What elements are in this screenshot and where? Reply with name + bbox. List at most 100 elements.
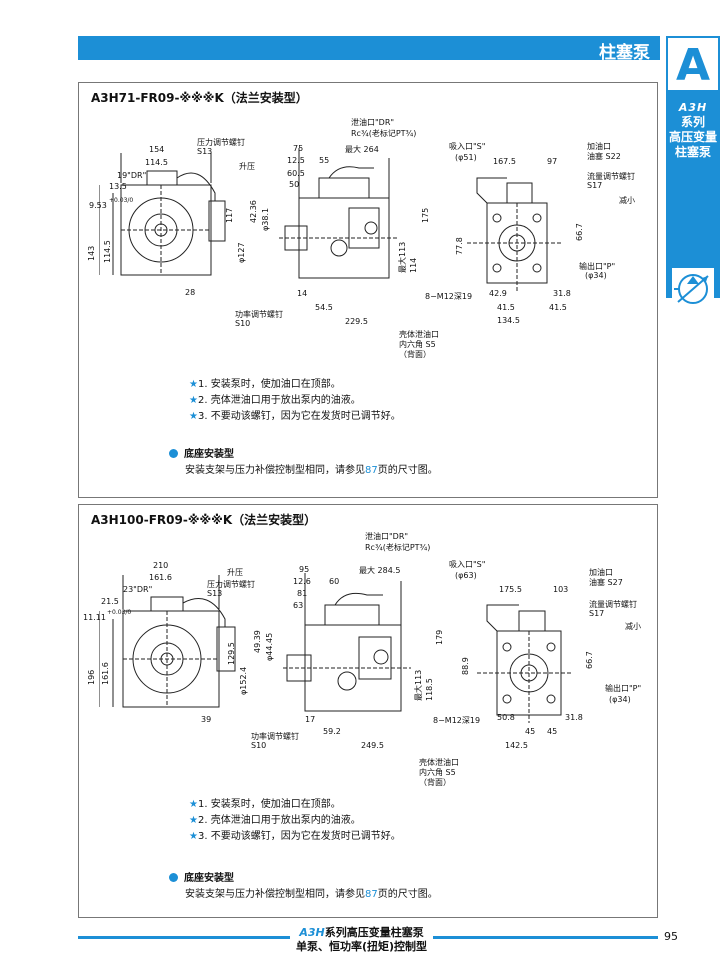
callout-label: (φ51): [455, 153, 477, 162]
brand-logo: A3H: [299, 926, 325, 939]
dim-label: 103: [553, 585, 569, 594]
chapter-line-3: 柱塞泵: [674, 145, 711, 159]
dim-label: 114.5: [145, 158, 168, 167]
base-mount-text: 安装支架与压力补偿控制型相同，请参见87页的尺寸图。: [185, 889, 438, 900]
dim-label: 42.9: [489, 289, 507, 298]
star-icon: ★: [189, 379, 198, 390]
section-title: A3H71-FR09-※※※K（法兰安装型）: [91, 91, 308, 105]
dim-label: 154: [149, 145, 165, 154]
dim-label: 12.5: [287, 156, 305, 165]
dim-label: 161.6: [101, 662, 110, 685]
callout-label: 加油口: [587, 142, 611, 151]
callout-label: 功率调节螺钉: [251, 732, 299, 741]
dim-label: 175: [421, 207, 430, 223]
dim-label: 196: [87, 669, 96, 685]
dim-label: 77.8: [455, 237, 464, 255]
dim-label: 59.2: [323, 727, 341, 736]
callout-label: Rc¾(老标记PT¾): [365, 543, 431, 552]
dim-label: 最大113: [414, 669, 423, 701]
callout-label: 吸入口"S": [449, 142, 486, 151]
callout-label: 内六角 S5: [419, 768, 456, 777]
dim-label: 45: [547, 727, 558, 736]
dim-label: 95: [299, 565, 310, 574]
dim-label: 210: [153, 561, 169, 570]
dim-tolerance: +0.03/0: [109, 197, 134, 204]
dim-label: 175.5: [499, 585, 522, 594]
chapter-label: A3H 系列 高压变量 柱塞泵: [666, 100, 720, 160]
dim-label: 最大113: [398, 241, 407, 273]
page-category-title: 柱塞泵: [599, 43, 650, 63]
page-reference: 87: [365, 465, 378, 476]
note-item: ★2. 壳体泄油口用于放出泵内的油液。: [189, 395, 361, 406]
note-item: ★2. 壳体泄油口用于放出泵内的油液。: [189, 815, 361, 826]
dim-label: 49.39: [253, 630, 262, 653]
dim-label: 31.8: [565, 713, 583, 722]
callout-label: 输出口"P": [605, 684, 642, 693]
dim-label: 41.5: [549, 303, 567, 312]
dim-label: 143: [87, 245, 96, 261]
callout-label: (φ34): [585, 271, 607, 280]
rear-view-drawing: [467, 177, 562, 293]
brand-logo: A3H: [678, 101, 708, 114]
dim-label: 31.8: [553, 289, 571, 298]
base-mount-heading: 底座安装型: [169, 445, 234, 460]
star-icon: ★: [189, 815, 198, 826]
bullet-icon: [169, 449, 178, 458]
note-item: ★1. 安装泵时，使加油口在顶部。: [189, 379, 341, 390]
rear-view-drawing: [477, 604, 573, 723]
star-icon: ★: [189, 799, 198, 810]
callout-label: 功率调节螺钉: [235, 310, 283, 319]
dim-label: 63: [293, 601, 304, 610]
callout-label: 减小: [619, 196, 635, 205]
dim-label: 167.5: [493, 157, 516, 166]
callout-label: （背面）: [419, 778, 451, 787]
dim-label: 19"DR": [117, 171, 147, 180]
dim-label: 最大 284.5: [359, 566, 401, 575]
side-view-drawing: [283, 573, 411, 712]
dim-label: 114: [409, 257, 418, 273]
dim-label: 21.5: [101, 597, 119, 606]
dim-label: 179: [435, 629, 444, 645]
note-item: ★3. 不要动该螺钉，因为它在发货时已调节好。: [189, 411, 401, 422]
dim-label: 60: [329, 577, 340, 586]
dim-label: 13.5: [109, 182, 127, 191]
callout-label: S10: [251, 741, 267, 750]
callout-label: (φ63): [455, 571, 477, 580]
front-view-drawing: [99, 153, 226, 276]
dim-label: 117: [225, 207, 234, 223]
dim-label: 54.5: [315, 303, 333, 312]
chapter-letter: A: [666, 36, 720, 92]
callout-label: 吸入口"S": [449, 560, 486, 569]
dim-label: 41.5: [497, 303, 515, 312]
dim-label: 114.5: [103, 240, 112, 263]
dim-label: 81: [297, 589, 308, 598]
dim-label: 134.5: [497, 316, 520, 325]
dim-label: 50: [289, 180, 300, 189]
callout-label: 升压: [227, 568, 243, 577]
chapter-line-2: 高压变量: [668, 130, 717, 144]
dim-label: φ44.45: [265, 632, 274, 661]
dim-label: 88.9: [461, 657, 470, 675]
callout-label: (φ34): [609, 695, 631, 704]
hydraulic-pump-symbol-icon: [672, 268, 714, 310]
side-view-drawing: [279, 148, 399, 279]
section-title: A3H100-FR09-※※※K（法兰安装型）: [91, 513, 317, 527]
dim-label: 118.5: [425, 678, 434, 701]
callout-label: 输出口"P": [579, 262, 616, 271]
callout-label: S17: [587, 181, 603, 190]
callout-label: S10: [235, 319, 251, 328]
dim-label: 60.5: [287, 169, 305, 178]
dim-label: 229.5: [345, 317, 368, 326]
callout-label: Rc¾(老标记PT¾): [351, 129, 417, 138]
base-mount-text: 安装支架与压力补偿控制型相同，请参见87页的尺寸图。: [185, 465, 438, 476]
callout-label: 泄油口"DR": [351, 118, 395, 127]
dim-label: 142.5: [505, 741, 528, 750]
page-number: 95: [664, 930, 678, 943]
dim-label: φ127: [237, 242, 246, 263]
dim-label: 28: [185, 288, 196, 297]
star-icon: ★: [189, 831, 198, 842]
callout-label: 内六角 S5: [399, 340, 436, 349]
dim-label: 39: [201, 715, 212, 724]
dim-label: 55: [319, 156, 330, 165]
dim-label: 23"DR": [123, 585, 153, 594]
